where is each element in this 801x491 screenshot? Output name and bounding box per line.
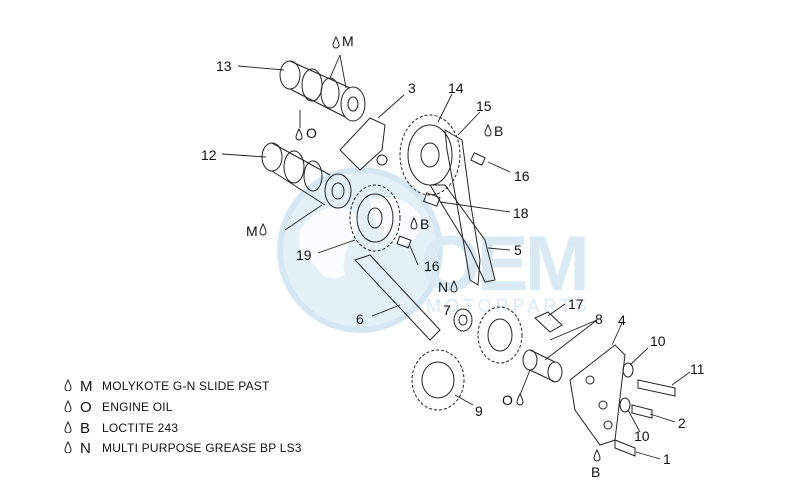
callout-7: 7	[443, 302, 451, 318]
legend-desc: MULTI PURPOSE GREASE BP LS3	[102, 441, 302, 455]
oil-drop-icon	[516, 393, 524, 406]
lube-mark-b-top: B	[494, 123, 503, 139]
legend-key: O	[80, 398, 92, 416]
legend-key: N	[80, 439, 91, 457]
legend-desc: MOLYKOTE G-N SLIDE PAST	[102, 379, 270, 393]
oil-drop-icon	[64, 420, 74, 436]
oil-drop-icon	[64, 378, 74, 394]
lube-mark-o-low: O	[502, 392, 513, 408]
gear-8	[477, 306, 523, 364]
callout-1: 1	[663, 451, 671, 467]
bolt-1	[614, 439, 636, 457]
callout-10-upper: 10	[650, 333, 666, 349]
lube-marks: M O M B B N O B	[246, 33, 601, 480]
callout-15: 15	[476, 98, 492, 114]
callout-17: 17	[568, 296, 584, 312]
callout-16-lower: 16	[424, 258, 440, 274]
washer-10a	[622, 362, 634, 378]
callout-10-lower: 10	[634, 428, 650, 444]
legend-row-o: O ENGINE OIL	[64, 397, 173, 417]
callout-6: 6	[356, 311, 364, 327]
lube-mark-n-mid: N	[438, 279, 448, 295]
oil-drop-icon	[484, 124, 492, 137]
callout-18: 18	[513, 205, 529, 221]
leader-lines	[221, 54, 691, 460]
callout-5: 5	[514, 242, 522, 258]
callout-labels: 13 12 3 14 15 16 18 19 16 5 6 7 17 8 4 1…	[201, 58, 705, 467]
callout-14: 14	[448, 80, 464, 96]
lube-mark-b-mid: B	[420, 216, 429, 232]
callout-4: 4	[618, 312, 626, 328]
camshaft-13	[279, 60, 366, 122]
plate-4	[569, 344, 626, 446]
gear-9	[411, 349, 465, 411]
callout-2: 2	[678, 415, 686, 431]
callout-8: 8	[595, 311, 603, 327]
watermark-subtext: MOTORPARTS	[426, 296, 591, 316]
sprocket-14	[399, 114, 461, 196]
needle-bearing	[522, 349, 563, 383]
parts-linework	[261, 60, 676, 457]
lube-mark-o-cam: O	[306, 125, 317, 141]
legend-row-b: B LOCTITE 243	[64, 418, 178, 438]
legend-key: M	[80, 377, 93, 395]
lube-mark-b-bottom: B	[591, 464, 600, 480]
callout-16-upper: 16	[514, 168, 530, 184]
washer-10b	[619, 397, 631, 413]
oil-drop-icon	[332, 36, 340, 49]
washer-7	[453, 308, 473, 332]
bush-17	[534, 311, 563, 333]
sprocket-19	[349, 184, 401, 252]
bolt-2	[631, 404, 653, 419]
lube-mark-m-left: M	[246, 223, 258, 239]
callout-3: 3	[408, 80, 416, 96]
callout-11: 11	[690, 361, 705, 377]
legend-key: B	[80, 419, 91, 437]
legend-desc: ENGINE OIL	[102, 400, 173, 414]
lube-mark-m-top: M	[342, 33, 354, 49]
callout-12: 12	[201, 147, 217, 163]
oil-drop-icon	[259, 223, 267, 236]
callout-19: 19	[296, 247, 312, 263]
legend-row-n: N MULTI PURPOSE GREASE BP LS3	[64, 438, 302, 458]
legend-row-m: M MOLYKOTE G-N SLIDE PAST	[64, 376, 270, 396]
callout-13: 13	[216, 58, 232, 74]
legend-desc: LOCTITE 243	[102, 421, 179, 435]
chain-guide-5	[429, 184, 496, 283]
chain-guide-15	[444, 129, 481, 286]
bracket-3	[339, 117, 386, 171]
callout-9: 9	[475, 403, 483, 419]
bolt-11	[637, 379, 676, 397]
watermark-logo: OEM MOTORPARTS	[277, 167, 591, 333]
oil-drop-icon	[295, 128, 303, 141]
watermark-text: OEM	[420, 219, 586, 307]
oil-drop-icon	[64, 440, 74, 456]
oil-drop-icon	[593, 449, 601, 462]
camshaft-12	[261, 142, 352, 209]
oil-drop-icon	[64, 399, 74, 415]
tensioner-6	[354, 254, 441, 341]
